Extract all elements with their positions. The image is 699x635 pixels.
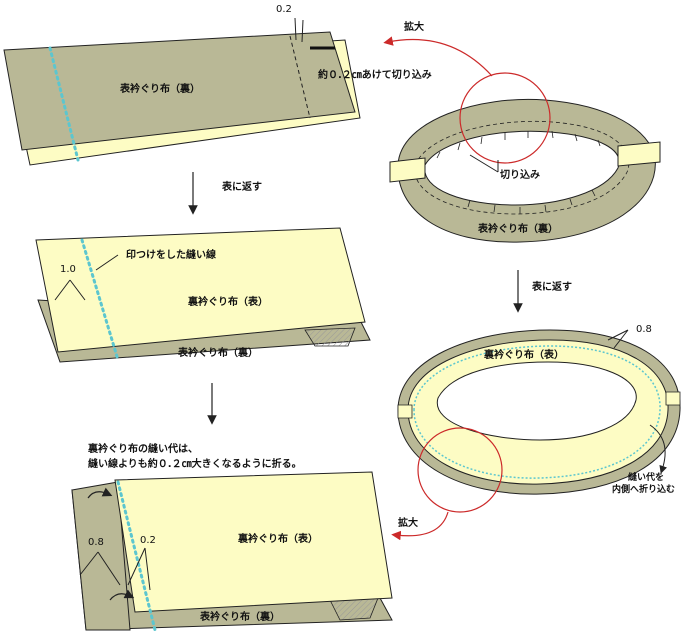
step1-note: 約０.２㎝あけて切り込み <box>318 68 432 81</box>
ring-top-notches <box>436 130 601 214</box>
step2-note: 印つけをした縫い線 <box>126 248 216 261</box>
step2-hatched-edge <box>304 327 356 347</box>
ring-bottom-fold-arrow <box>649 424 668 474</box>
step2-stitch-line <box>80 238 120 362</box>
step3-fold-arrow-bottom <box>109 589 135 601</box>
ring-bottom-stitch <box>413 345 661 479</box>
ring-bottom-tab-right <box>665 391 681 406</box>
ring-bottom-measure: 0.8 <box>636 324 652 335</box>
ring-bottom-note-line2: 内側へ折り込む <box>612 483 675 495</box>
ring-top-note: 切り込み <box>500 168 540 181</box>
ring-bottom-inner <box>436 361 637 441</box>
turn-over-label-1: 表に返す <box>221 180 262 193</box>
step3-measure-a: 0.8 <box>88 537 104 548</box>
step2-measure: 1.0 <box>60 264 76 275</box>
ring-bottom-label: 裏衿ぐり布（表） <box>483 348 564 361</box>
step1-seam-dashed <box>289 35 311 119</box>
step2-front-label: 裏衿ぐり布（表） <box>187 295 268 308</box>
ring-bottom-zoom-label: 拡大 <box>398 516 418 529</box>
step3-note-line1: 裏衿ぐり布の縫い代は、 <box>87 442 198 455</box>
step3-measure-leader-a <box>79 551 121 586</box>
ring-top-zoom-arrow <box>383 36 493 77</box>
step3-illustration: 裏衿ぐり布の縫い代は、 縫い線よりも約０.２㎝大きくなるように折る。 0.8 0… <box>71 442 393 632</box>
step1-measure: 0.2 <box>276 4 292 15</box>
ring-bottom-zoom-circle <box>417 427 503 513</box>
step3-back-label: 表衿ぐり布（裏） <box>199 610 280 623</box>
step2-measure-leader <box>54 254 119 301</box>
ring-bottom-note-line1: 縫い代を <box>627 471 664 483</box>
step3-stitch-line <box>116 480 157 632</box>
ring-bottom-tab-left <box>397 404 413 419</box>
step3-fold-arrow-top <box>87 487 113 499</box>
step1-stitch-line <box>48 46 80 162</box>
step3-measure-b: 0.2 <box>140 535 156 546</box>
ring-bottom-measure-leader <box>607 329 629 349</box>
step3-front-fabric <box>114 471 393 613</box>
ring-top-label: 表衿ぐり布（裏） <box>477 222 558 235</box>
step2-front-fabric <box>35 227 366 353</box>
ring-top-zoom-circle <box>459 72 551 164</box>
ring-top-illustration: 拡大 切り込み 表衿ぐり布（裏） <box>383 20 661 243</box>
step3-measure-leader-b <box>127 547 151 591</box>
ring-top-note-leader <box>469 154 499 173</box>
ring-top-tab-left <box>389 157 426 183</box>
step1-fabric-label: 表衿ぐり布（裏） <box>119 82 200 95</box>
turn-over-label-2: 表に返す <box>531 280 572 293</box>
step1-measure-leader <box>294 17 304 43</box>
step1-back-fabric <box>3 31 356 151</box>
step2-back-label: 表衿ぐり布（裏） <box>177 346 258 359</box>
ring-top-tab-right <box>617 141 661 167</box>
step3-front-label: 裏衿ぐり布（表） <box>237 532 318 545</box>
step2-illustration: 1.0 印つけをした縫い線 裏衿ぐり布（表） 表衿ぐり布（裏） <box>35 227 371 363</box>
step3-note-line2: 縫い線よりも約０.２㎝大きくなるように折る。 <box>88 457 302 470</box>
ring-top-zoom-label: 拡大 <box>404 20 424 33</box>
ring-bottom-illustration: 拡大 0.8 縫い代を 内側へ折り込む 裏衿ぐり布（表） <box>391 324 681 541</box>
step1-illustration: 0.2 表衿ぐり布（裏） 約０.２㎝あけて切り込み <box>3 4 432 166</box>
ring-bottom-zoom-arrow <box>391 511 449 541</box>
